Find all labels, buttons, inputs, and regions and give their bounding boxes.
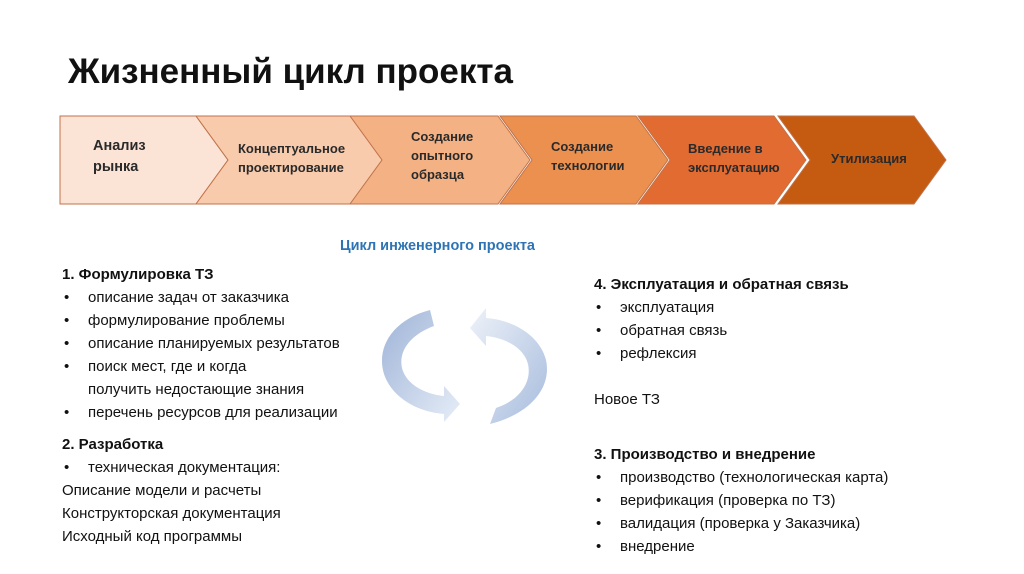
stage-label-1: Анализ рынка (93, 138, 146, 176)
text-line: Конструкторская документация (62, 505, 281, 522)
block-heading: 2. Разработка (62, 436, 164, 453)
list-item: внедрение (594, 535, 974, 558)
block-development: 2. Разработка техническая документация: … (62, 433, 392, 548)
cycle-title: Цикл инженерного проекта (340, 238, 535, 254)
list-item-continuation: получить недостающие знания (88, 381, 305, 398)
page-title: Жизненный цикл проекта (68, 52, 513, 91)
stage-label-2: Концептуальное проектирование (238, 141, 346, 175)
list-item: описание планируемых результатов (62, 332, 392, 355)
list-item: техническая документация: (62, 456, 392, 479)
text-line: Описание модели и расчеты (62, 482, 262, 499)
block-production: 3. Производство и внедрение производство… (594, 443, 974, 558)
stage-label-3: Создание опытного образца (411, 129, 474, 182)
stage-chevron-5 (637, 115, 807, 205)
cycle-arrows-icon (381, 308, 547, 424)
list-item: формулирование проблемы (62, 309, 392, 332)
stage-chevron-4 (499, 115, 669, 205)
list-item: перечень ресурсов для реализации (62, 401, 392, 424)
stage-label-5: Введение в эксплуатацию (688, 141, 780, 175)
text-line: Исходный код программы (62, 528, 243, 545)
list-item: верификация (проверка по ТЗ) (594, 489, 974, 512)
list-item: производство (технологическая карта) (594, 466, 974, 489)
list-item: обратная связь (594, 319, 954, 342)
cycle-arrow-left (381, 310, 460, 422)
stage-label-6: Утилизация (831, 151, 907, 166)
list-item: валидация (проверка у Заказчика) (594, 512, 974, 535)
cycle-arrow-right (470, 308, 547, 424)
stage-chevron-6 (777, 115, 947, 205)
block-heading: 3. Производство и внедрение (594, 446, 816, 463)
list-item: рефлексия (594, 342, 954, 365)
block-requirements: 1. Формулировка ТЗ описание задач от зак… (62, 263, 392, 424)
list-item: поиск мест, где и когда (62, 355, 392, 378)
stage-chevron-3 (349, 115, 531, 205)
list-item: эксплуатация (594, 296, 954, 319)
block-operation: 4. Эксплуатация и обратная связь эксплуа… (594, 273, 954, 411)
block-heading: 4. Эксплуатация и обратная связь (594, 276, 849, 293)
block-heading: 1. Формулировка ТЗ (62, 266, 214, 283)
new-spec-text: Новое ТЗ (594, 391, 660, 408)
list-item: описание задач от заказчика (62, 286, 392, 309)
stage-label-4: Создание технологии (551, 139, 625, 173)
